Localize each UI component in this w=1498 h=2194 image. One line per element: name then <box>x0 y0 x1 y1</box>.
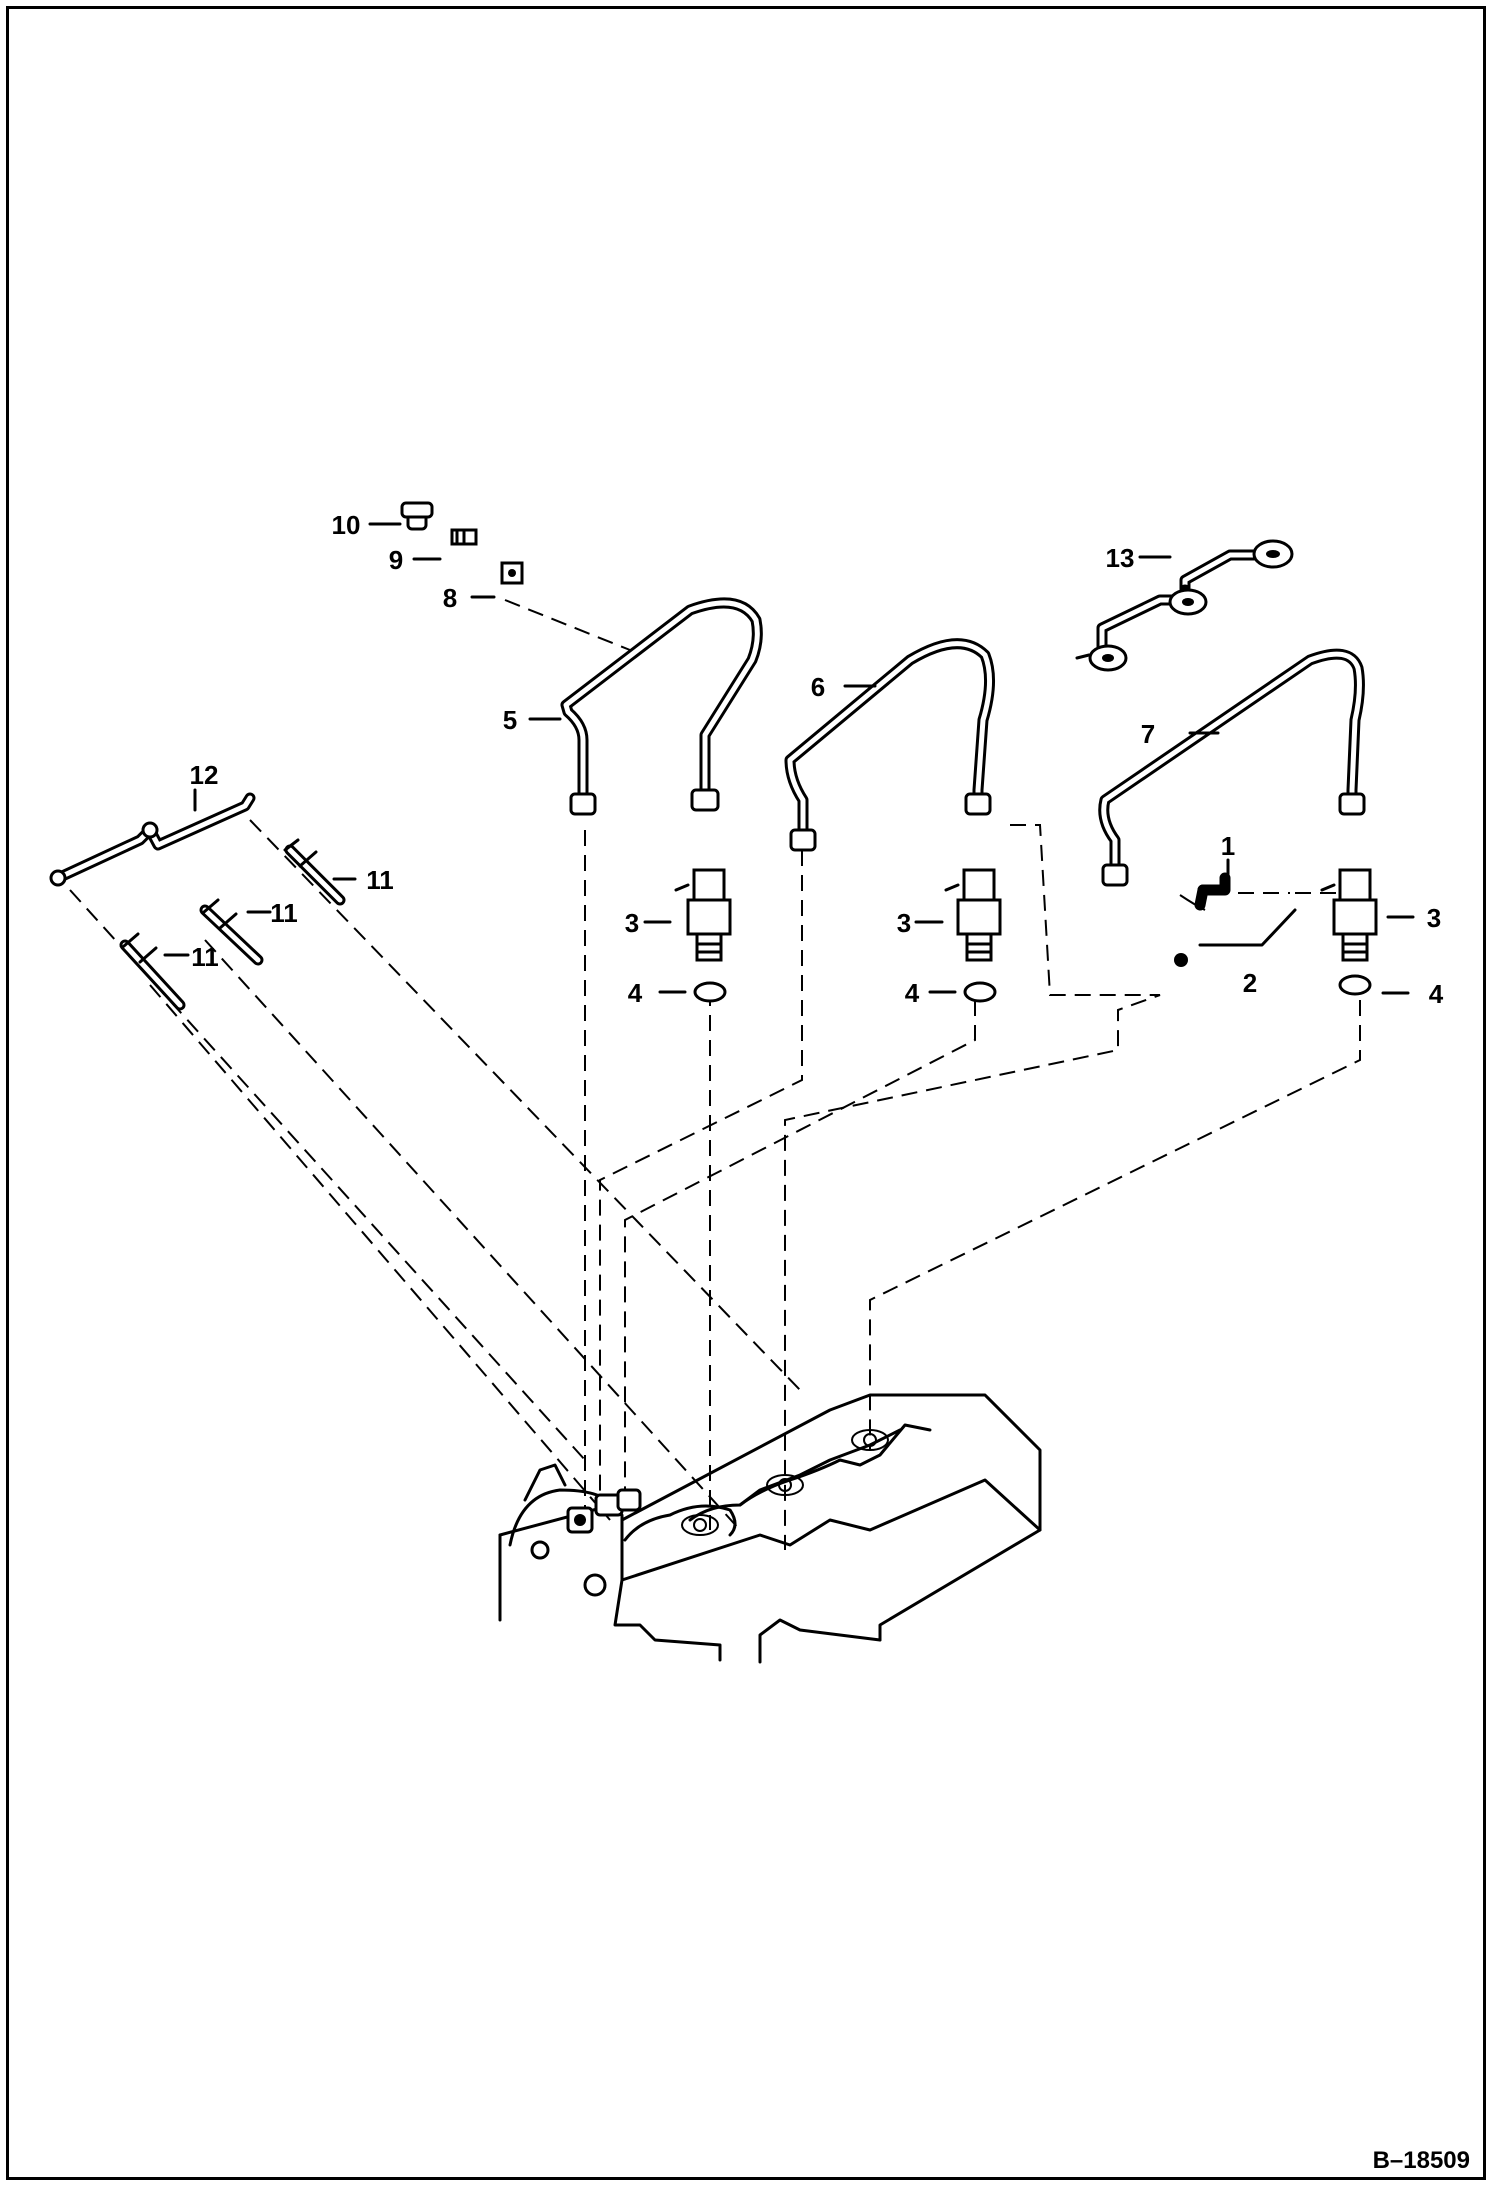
banjo-fitting-1 <box>1174 872 1231 967</box>
callout-4b: 4 <box>905 978 920 1008</box>
leak-off-pipe-13 <box>1075 539 1294 672</box>
bolt-2 <box>1198 908 1297 947</box>
callout-numbers: 1 2 3 3 3 4 4 4 5 6 7 8 9 10 11 11 11 12… <box>190 510 1444 1009</box>
injection-pipe-7 <box>1098 648 1366 887</box>
injection-pipe-6 <box>784 638 996 852</box>
glow-plug-lead-12 <box>49 792 256 887</box>
callout-4c: 4 <box>1429 979 1444 1009</box>
callout-8: 8 <box>443 583 457 613</box>
callout-5: 5 <box>503 705 517 735</box>
callout-3a: 3 <box>625 908 639 938</box>
injector-nozzle-a <box>674 868 732 1003</box>
injector-nozzle-b <box>944 868 1002 1003</box>
injection-pipe-5 <box>560 597 763 816</box>
glow-plug-b <box>199 898 264 966</box>
callout-6: 6 <box>811 672 825 702</box>
callout-1: 1 <box>1221 831 1235 861</box>
callout-9: 9 <box>389 545 403 575</box>
callout-10: 10 <box>332 510 361 540</box>
injector-nozzle-c <box>1320 868 1378 996</box>
callout-11c: 11 <box>191 942 219 972</box>
callout-13: 13 <box>1106 543 1135 573</box>
glow-plug-a <box>283 838 346 906</box>
callout-3c: 3 <box>1427 903 1441 933</box>
diagram-border <box>6 6 1486 2180</box>
glow-plug-c <box>119 932 186 1011</box>
callout-11b: 11 <box>270 898 298 928</box>
callout-2: 2 <box>1243 968 1257 998</box>
callout-7: 7 <box>1141 719 1155 749</box>
drawing-reference: B–18509 <box>1373 2147 1470 2174</box>
callout-12: 12 <box>190 760 219 790</box>
callout-11a: 11 <box>366 865 394 895</box>
engine-cylinder-head <box>498 1393 1042 1664</box>
clamp-parts-8-9-10 <box>400 501 524 585</box>
callout-3b: 3 <box>897 908 911 938</box>
callout-leaders <box>163 522 1415 995</box>
callout-4a: 4 <box>628 978 643 1008</box>
assembly-dashed-lines <box>69 599 1361 1550</box>
